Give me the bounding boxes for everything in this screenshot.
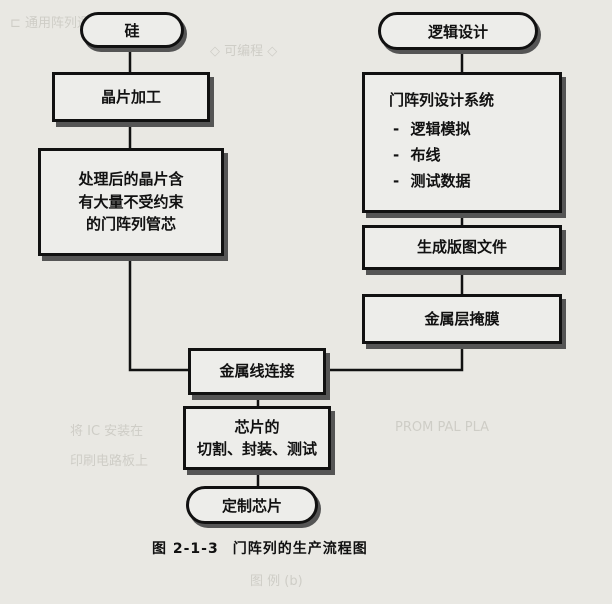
node-custom-chip: 定制芯片	[186, 486, 318, 524]
node-dicing-packaging-testing: 芯片的 切割、封装、测试	[183, 406, 331, 470]
bleed-through-text: 图 例 (b)	[250, 574, 303, 589]
node-metal-layer-mask: 金属层掩膜	[362, 294, 562, 344]
node-silicon-label: 硅	[124, 21, 140, 40]
figure-title: 门阵列的生产流程图	[232, 541, 368, 557]
node-gate-array-design-system: 门阵列设计系统 逻辑模拟 布线 测试数据	[362, 72, 562, 213]
node-generate-layout-file: 生成版图文件	[362, 225, 562, 270]
node-processed-wafer-line: 有大量不受约束	[78, 192, 184, 211]
design-system-item: 测试数据	[393, 168, 470, 194]
connector-left-to-merge	[128, 256, 188, 372]
figure-number: 图 2-1-3	[152, 541, 219, 557]
node-dicing-line: 切割、封装、测试	[196, 440, 317, 458]
node-processed-wafer-line: 的门阵列管芯	[85, 215, 176, 234]
bleed-through-text: PROM PAL PLA	[395, 420, 490, 435]
node-wafer-processing-label: 晶片加工	[100, 87, 161, 106]
design-system-item: 逻辑模拟	[393, 116, 470, 142]
design-system-item: 布线	[393, 142, 440, 168]
bleed-through-text: 印刷电路板上	[70, 454, 149, 469]
bleed-through-text: 将 IC 安装在	[70, 424, 144, 439]
node-design-system-title: 门阵列设计系统	[389, 91, 495, 109]
node-logic-design: 逻辑设计	[378, 12, 538, 50]
node-logic-design-label: 逻辑设计	[427, 22, 488, 41]
node-processed-wafer-line: 处理后的晶片含	[78, 170, 184, 189]
node-custom-chip-label: 定制芯片	[221, 496, 282, 515]
node-wafer-processing: 晶片加工	[52, 72, 210, 122]
node-silicon: 硅	[80, 12, 184, 48]
node-generate-layout-file-label: 生成版图文件	[416, 238, 507, 257]
node-metal-interconnect: 金属线连接	[188, 348, 326, 395]
node-metal-layer-mask-label: 金属层掩膜	[424, 309, 500, 328]
bleed-through-text: ◇ 可编程 ◇	[210, 44, 278, 59]
node-metal-interconnect-label: 金属线连接	[219, 362, 295, 381]
node-processed-wafer: 处理后的晶片含 有大量不受约束 的门阵列管芯	[38, 148, 224, 256]
connector-right-to-merge	[326, 344, 464, 372]
node-dicing-line: 芯片的	[234, 417, 280, 436]
figure-caption: 图 2-1-3 门阵列的生产流程图	[152, 538, 368, 558]
